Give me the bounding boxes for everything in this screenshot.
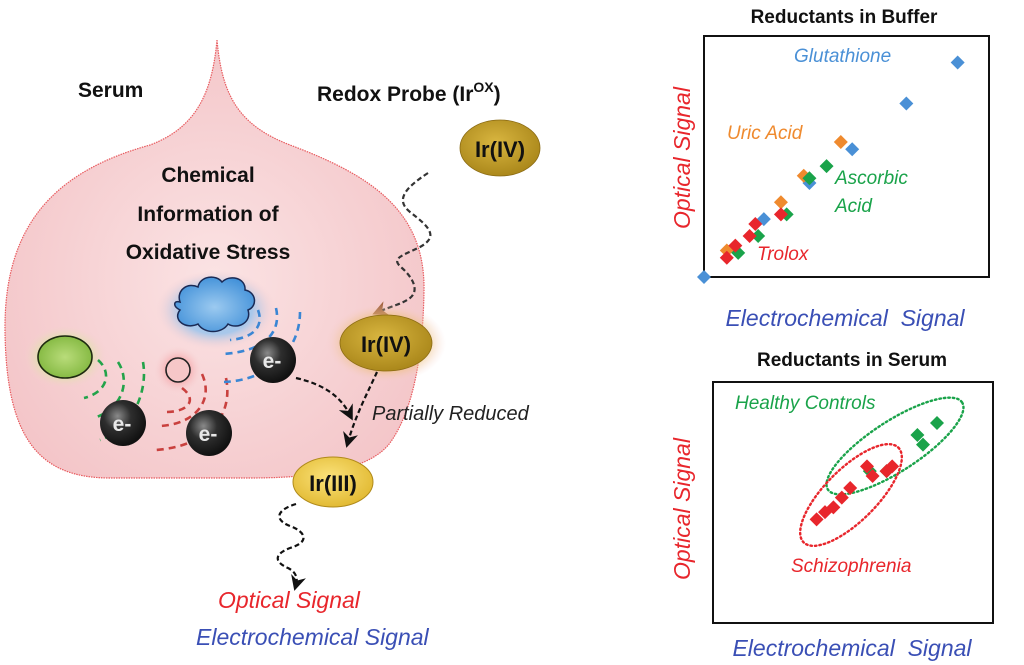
- reduction-arrow: [343, 371, 379, 448]
- center-text: Chemical Information of Oxidative Stress: [126, 164, 291, 264]
- group-ellipse-schizophrenia: [798, 442, 904, 548]
- chart-buffer-ylabel: Optical Signal: [669, 86, 695, 229]
- ir-iii-probe: Ir(III): [292, 456, 374, 508]
- redox-probe-label: Redox Probe (IrOX): [317, 79, 501, 106]
- serum-diagram: Serum Redox Probe (IrOX) Chemical Inform…: [4, 39, 541, 650]
- ir-iii-label: Ir(III): [309, 471, 357, 496]
- chart-serum: Reductants in Serum Optical Signal Elect…: [669, 350, 994, 661]
- annotation-glutathione: Glutathione: [794, 46, 891, 67]
- annotation-acid: Acid: [834, 196, 873, 217]
- green-oval-reductant: [23, 325, 107, 389]
- annotation-healthy-controls: Healthy Controls: [735, 393, 876, 414]
- electron-2: e-: [100, 400, 146, 446]
- chart-serum-annotations: Healthy Controls Schizophrenia: [735, 393, 911, 577]
- blue-cloud-reductant: [156, 270, 276, 350]
- output-electrochemical-signal: Electrochemical Signal: [196, 624, 430, 650]
- point-trolox-1: [719, 250, 734, 265]
- point-schizophrenia-9: [885, 459, 900, 474]
- annotation-trolox: Trolox: [757, 244, 810, 265]
- red-circle-reductant: [154, 346, 202, 394]
- point-ascorbic-acid-5: [819, 159, 834, 174]
- electron-3-label: e-: [199, 423, 218, 446]
- group-ellipse-healthy: [825, 396, 965, 496]
- point-glutathione-5: [899, 96, 914, 111]
- chart-serum-xlabel: Electrochemical Signal: [732, 635, 972, 661]
- partially-reduced-label: Partially Reduced: [372, 403, 530, 425]
- chart-buffer-annotations: Glutathione Uric Acid Ascorbic Acid Trol…: [727, 46, 908, 265]
- center-text-line-1: Chemical: [161, 164, 254, 187]
- redox-probe-superscript: OX: [473, 79, 494, 95]
- ir-iv-probe-outside: Ir(IV): [459, 119, 541, 177]
- point-ascorbic-acid-4: [802, 171, 817, 186]
- ir-iv-probe-inner: Ir(IV): [326, 303, 446, 383]
- chart-serum-points: [809, 415, 944, 527]
- point-trolox-4: [748, 216, 763, 231]
- chart-serum-title: Reductants in Serum: [757, 350, 947, 371]
- point-schizophrenia-6: [860, 459, 874, 474]
- point-healthy-controls-5: [930, 415, 944, 430]
- point-glutathione-6: [950, 55, 965, 70]
- point-schizophrenia-7: [865, 468, 880, 483]
- chart-buffer-points: [697, 55, 965, 284]
- annotation-uric-acid: Uric Acid: [727, 123, 804, 144]
- electron-3: e-: [186, 410, 232, 456]
- chart-buffer-title: Reductants in Buffer: [751, 7, 938, 28]
- output-optical-signal: Optical Signal: [218, 587, 361, 613]
- electron-1-label: e-: [263, 350, 282, 373]
- ir-iv-top-label: Ir(IV): [475, 137, 525, 162]
- annotation-ascorbic: Ascorbic: [834, 168, 908, 189]
- point-trolox-3: [742, 229, 757, 244]
- electron-2-label: e-: [113, 413, 132, 436]
- chart-serum-ylabel: Optical Signal: [669, 437, 695, 580]
- point-trolox-5: [773, 207, 788, 222]
- chart-buffer: Reductants in Buffer Optical Signal Elec…: [669, 7, 990, 331]
- point-ascorbic-acid-2: [751, 229, 766, 244]
- point-trolox-2: [728, 238, 743, 253]
- redox-probe-close: ): [494, 83, 501, 106]
- point-uric-acid-2: [773, 195, 788, 210]
- point-glutathione-4: [845, 142, 860, 157]
- point-schizophrenia-4: [834, 490, 849, 505]
- chart-serum-frame: [712, 381, 994, 624]
- chart-buffer-frame: [703, 35, 990, 278]
- chart-buffer-xlabel: Electrochemical Signal: [725, 305, 965, 331]
- annotation-schizophrenia: Schizophrenia: [791, 556, 911, 577]
- redox-probe-text: Redox Probe (Ir: [317, 83, 473, 106]
- ir-iv-inner-label: Ir(IV): [361, 332, 411, 357]
- point-uric-acid-4: [833, 135, 848, 150]
- electron-transfer-arrow: [295, 376, 353, 421]
- point-healthy-controls-4: [916, 437, 930, 452]
- serum-label: Serum: [78, 79, 143, 102]
- center-text-line-3: Oxidative Stress: [126, 241, 291, 264]
- probe-entry-wavy-arrow: [372, 172, 432, 316]
- point-schizophrenia-1: [809, 512, 824, 527]
- signal-output-wavy-arrow: [276, 502, 306, 591]
- point-schizophrenia-3: [826, 500, 841, 515]
- point-healthy-controls-3: [910, 428, 925, 443]
- center-text-line-2: Information of: [137, 203, 279, 226]
- electron-1: e-: [250, 337, 296, 383]
- point-glutathione-1: [697, 270, 711, 284]
- point-schizophrenia-5: [843, 481, 858, 496]
